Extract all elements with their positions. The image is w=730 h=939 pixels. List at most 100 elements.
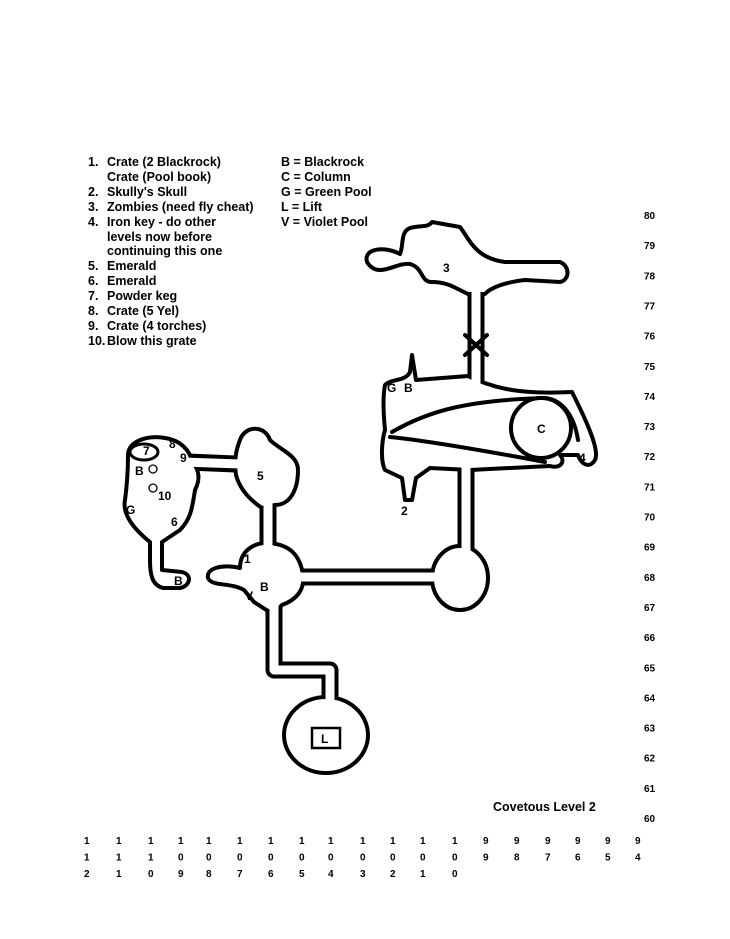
y-tick-label: 61 <box>644 784 656 795</box>
label-blackrock-chamber: B <box>404 381 413 395</box>
legend-item: 6. Emerald <box>88 274 254 289</box>
legend-text: Blow this grate <box>107 333 197 348</box>
key-item: L = Lift <box>281 199 323 214</box>
key-item: G = Green Pool <box>281 184 372 199</box>
legend-item: 8.Crate (5 Yel) <box>88 304 254 319</box>
y-tick-label: 79 <box>644 241 656 252</box>
legend-item: 10.Blow this grate <box>88 334 254 349</box>
label-green-pool-west: G <box>126 503 135 517</box>
powder-keg-nook <box>128 442 160 462</box>
label-green-pool-chamber: G <box>387 381 396 395</box>
y-axis: 8079787776757473727170696867666564636261… <box>644 211 656 825</box>
y-tick-label: 77 <box>644 301 656 312</box>
label-violet-pool: V <box>245 589 253 603</box>
lift-box <box>310 726 342 750</box>
legend-text: Crate (5 Yel) <box>107 304 180 319</box>
label-column: C <box>537 422 546 436</box>
legend-text: Emerald <box>107 259 157 274</box>
label-blackrock-west-bottom: B <box>174 574 183 588</box>
y-tick-label: 74 <box>644 392 656 403</box>
corridors-outline <box>187 285 485 705</box>
y-tick-label: 67 <box>644 603 656 614</box>
y-tick-label: 73 <box>644 422 656 433</box>
y-tick-label: 68 <box>644 573 656 584</box>
corridors-interior <box>182 278 481 712</box>
legend-text: levels now before <box>107 229 212 244</box>
label-blackrock-hub: B <box>260 580 269 594</box>
legend-text: Skully's Skull <box>107 184 188 199</box>
map-labels: 1 2 3 4 5 6 7 8 9 10 B B B B G G V C L <box>126 261 586 746</box>
legend-item: levels now before <box>88 230 254 245</box>
legend-number: 4. <box>88 214 99 229</box>
legend-item: continuing this one <box>88 244 254 259</box>
y-tick-label: 65 <box>644 663 656 674</box>
key-item: B = Blackrock <box>281 155 365 169</box>
column <box>509 396 573 460</box>
label-3: 3 <box>443 261 450 275</box>
y-tick-label: 70 <box>644 513 656 524</box>
y-tick-label: 78 <box>644 271 656 282</box>
legend-item: 5. Emerald <box>88 259 254 274</box>
legend-number: 10. <box>88 333 106 348</box>
y-tick-label: 71 <box>644 482 656 493</box>
legend-number: 2. <box>88 184 99 199</box>
y-tick-label: 62 <box>644 754 656 765</box>
legend-number: 7. <box>88 289 99 304</box>
chamber-ledge <box>388 435 547 464</box>
label-1: 1 <box>244 552 251 566</box>
y-tick-label: 75 <box>644 362 656 373</box>
y-tick-label: 69 <box>644 543 656 554</box>
legend-number: 5. <box>88 259 99 274</box>
column-chamber <box>380 353 598 502</box>
numbered-legend: 1.Crate (2 Blackrock)Crate (Pool book)2.… <box>88 155 254 349</box>
y-tick-label: 63 <box>644 724 656 735</box>
legend-item: Crate (Pool book) <box>88 170 254 185</box>
legend-text: Emerald <box>107 274 157 289</box>
label-5: 5 <box>257 469 264 483</box>
y-tick-label: 76 <box>644 332 656 343</box>
label-10: 10 <box>158 489 172 503</box>
y-tick-label: 66 <box>644 633 656 644</box>
west-room <box>122 435 201 590</box>
key-item: C = Column <box>281 169 351 184</box>
legend-number: 3. <box>88 199 99 214</box>
legend-text: Crate (2 Blackrock) <box>107 155 221 169</box>
legend-item: 3. Zombies (need fly cheat) <box>88 200 254 215</box>
y-tick-label: 80 <box>644 211 656 222</box>
label-lift: L <box>321 732 328 746</box>
emerald-room <box>233 426 300 510</box>
label-9: 9 <box>180 451 187 465</box>
zombie-room <box>364 220 570 296</box>
legend-item: 7.Powder keg <box>88 289 254 304</box>
label-4: 4 <box>579 451 586 465</box>
legend-item: 1.Crate (2 Blackrock) <box>88 155 254 170</box>
key-item: V = Violet Pool <box>281 214 368 229</box>
grate-circle-icon <box>148 464 158 474</box>
legend-number: 9. <box>88 318 99 333</box>
legend-item: 4. Iron key - do other <box>88 215 254 230</box>
legend-item: 9.Crate (4 torches) <box>88 319 254 334</box>
legend-number: 6. <box>88 274 99 289</box>
label-blackrock-west: B <box>135 464 144 478</box>
grate-circle-icon <box>148 483 158 493</box>
legend-text: Iron key - do other <box>107 214 217 229</box>
legend-text: Zombies (need fly cheat) <box>107 199 254 214</box>
